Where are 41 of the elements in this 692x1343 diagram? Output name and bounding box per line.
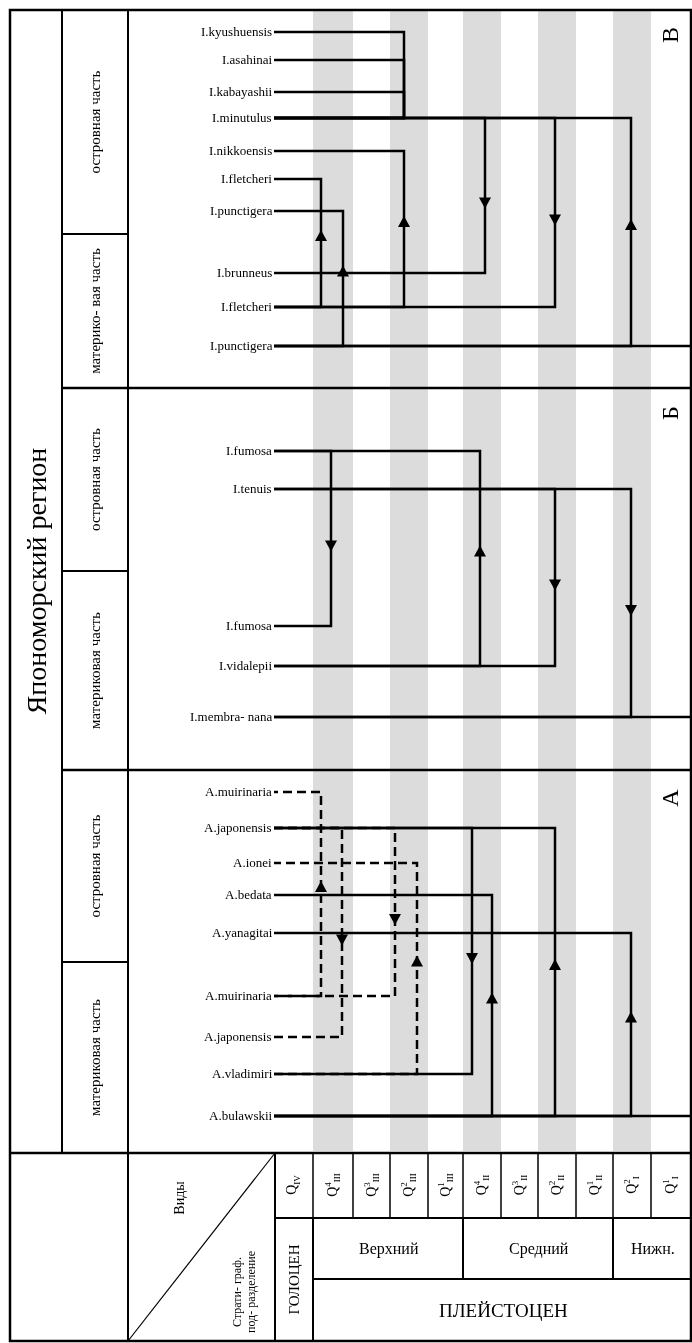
species-label: I.kabayashii <box>208 85 272 99</box>
species-label: A.bedata <box>225 888 272 902</box>
species-label: A.bulawskii <box>208 1109 272 1123</box>
species-label: I.punctigera <box>209 204 272 218</box>
species-label: I.asahinai <box>221 53 272 67</box>
block-letter: В <box>657 27 683 43</box>
column-heading: Страти- граф. под- разделение <box>230 1250 258 1335</box>
species-label: I.membra- nana <box>189 710 272 724</box>
species-label: I.minutulus <box>212 111 272 125</box>
species-label: I.fumosa <box>226 444 272 458</box>
species-label: I.fletcheri <box>221 172 272 186</box>
species-label: I.kyushuensis <box>200 25 272 39</box>
species-label: I.punctigera <box>209 339 272 353</box>
species-label: I.brunneus <box>216 266 272 280</box>
subdivision-label: Верхний <box>359 1239 419 1258</box>
species-label: A.japonensis <box>204 821 272 835</box>
subdivision-label: Нижн. <box>631 1239 675 1258</box>
epoch-label: ГОЛОЦЕН <box>285 1244 303 1315</box>
species-label: I.vidalepii <box>218 659 272 673</box>
title: Япономорский регион <box>20 447 53 715</box>
subdivision-label: Средний <box>509 1239 569 1258</box>
section-header: островная часть <box>65 13 125 231</box>
species-label: A.muirinaria <box>205 989 272 1003</box>
section-header: материко- вая часть <box>65 237 125 385</box>
species-label: A.ionei <box>233 856 272 870</box>
section-header: материковая часть <box>65 965 125 1150</box>
section-header: островная часть <box>65 773 125 959</box>
species-label: I.nikkoensis <box>208 144 272 158</box>
species-label: I.tenuis <box>233 482 272 496</box>
species-label: A.muirinaria <box>205 785 272 799</box>
block-letter: А <box>657 789 683 807</box>
section-header: островная часть <box>65 391 125 568</box>
epoch-label: ПЛЕЙСТОЦЕН <box>438 1299 568 1321</box>
species-label: A.vladimiri <box>211 1067 272 1081</box>
section-header: материковая часть <box>65 574 125 767</box>
species-label: A.yanagitai <box>211 926 272 940</box>
column-heading: Виды <box>172 1181 188 1215</box>
species-label: I.fletcheri <box>221 300 272 314</box>
species-label: A.japonensis <box>204 1030 272 1044</box>
species-label: I.fumosa <box>226 619 272 633</box>
block-letter: Б <box>657 406 683 420</box>
